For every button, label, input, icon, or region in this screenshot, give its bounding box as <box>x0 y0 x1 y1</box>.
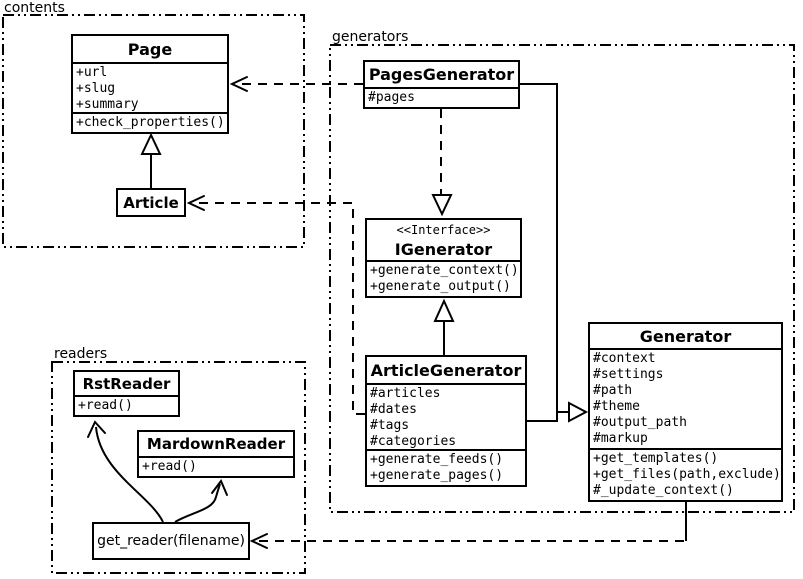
class-generator-title: Generator <box>639 326 732 346</box>
method: +generate_feeds() <box>370 452 504 467</box>
method: +generate_context() <box>370 263 519 278</box>
method: +read() <box>142 459 197 474</box>
dependency-generator-to-getreader <box>249 502 687 549</box>
attribute: #pages <box>368 90 415 105</box>
class-igenerator-title: IGenerator <box>394 239 493 259</box>
class-rstreader-title: RstReader <box>82 374 171 393</box>
method: +read() <box>78 398 133 413</box>
attribute: +slug <box>76 81 116 96</box>
class-articlegenerator: ArticleGenerator #articles #dates #tags … <box>365 355 527 487</box>
method: +generate_pages() <box>370 468 504 483</box>
class-page-title: Page <box>127 39 173 59</box>
attribute: +summary <box>76 97 139 112</box>
arrow-getreader-to-rstreader <box>87 420 164 523</box>
class-article: Article <box>116 188 186 217</box>
class-mardownreader: MardownReader +read() <box>137 430 295 478</box>
attribute: #articles <box>370 386 441 401</box>
class-articlegenerator-methods: +generate_feeds() +generate_pages() <box>367 449 525 485</box>
class-pagesgenerator-title: PagesGenerator <box>368 65 515 84</box>
inheritance-article-to-page <box>140 132 162 188</box>
method: +check_properties() <box>76 115 225 130</box>
package-label-generators: generators <box>332 29 409 45</box>
inheritance-articlegenerator-to-igenerator <box>433 298 455 355</box>
class-page-methods: +check_properties() <box>73 112 227 132</box>
class-page: Page +url +slug +summary +check_properti… <box>71 34 229 134</box>
class-generator-attributes: #context #settings #path #theme #output_… <box>590 348 781 448</box>
class-mardownreader-title: MardownReader <box>146 435 286 453</box>
function-box-get-reader: get_reader(filename) <box>92 522 250 560</box>
attribute: #markup <box>593 431 648 446</box>
realization-pagesgenerator-to-igenerator <box>431 109 453 217</box>
method: +get_files(path,exclude) <box>593 467 781 482</box>
attribute: #theme <box>593 399 640 414</box>
class-igenerator: <<Interface>> IGenerator +generate_conte… <box>365 218 522 298</box>
attribute: #path <box>593 383 633 398</box>
package-border-contents <box>2 14 305 248</box>
method: #_update_context() <box>593 483 734 498</box>
arrow-getreader-to-mardownreader <box>174 479 228 523</box>
class-articlegenerator-attributes: #articles #dates #tags #categories <box>367 383 525 449</box>
class-pagesgenerator: PagesGenerator #pages <box>363 60 520 109</box>
package-border-generators <box>329 44 795 513</box>
class-page-attributes: +url +slug +summary <box>73 62 227 112</box>
class-igenerator-stereotype: <<Interface>> <box>396 223 491 237</box>
attribute: #tags <box>370 418 410 433</box>
class-generator-methods: +get_templates() +get_files(path,exclude… <box>590 448 781 500</box>
attribute: #categories <box>370 434 457 449</box>
method: +get_templates() <box>593 451 719 466</box>
dependency-articlegenerator-to-article <box>186 195 365 415</box>
class-rstreader-methods: +read() <box>75 395 178 415</box>
method: +generate_output() <box>370 279 511 294</box>
attribute: #settings <box>593 367 664 382</box>
attribute: #dates <box>370 402 417 417</box>
package-label-readers: readers <box>54 346 108 362</box>
dependency-pagesgenerator-to-page <box>229 76 363 92</box>
attribute: +url <box>76 65 108 80</box>
class-generator: Generator #context #settings #path #them… <box>588 322 783 502</box>
class-igenerator-header: <<Interface>> IGenerator <box>367 220 520 260</box>
class-mardownreader-methods: +read() <box>139 456 293 476</box>
class-igenerator-methods: +generate_context() +generate_output() <box>367 260 520 296</box>
inheritance-generators-to-generator <box>520 83 589 423</box>
package-border-readers <box>51 361 306 574</box>
class-articlegenerator-title: ArticleGenerator <box>370 360 522 380</box>
class-article-title: Article <box>123 193 179 212</box>
attribute: #output_path <box>593 415 687 430</box>
attribute: #context <box>593 351 656 366</box>
class-pagesgenerator-attributes: #pages <box>365 87 518 107</box>
package-label-contents: contents <box>4 0 65 16</box>
class-rstreader: RstReader +read() <box>73 370 180 417</box>
